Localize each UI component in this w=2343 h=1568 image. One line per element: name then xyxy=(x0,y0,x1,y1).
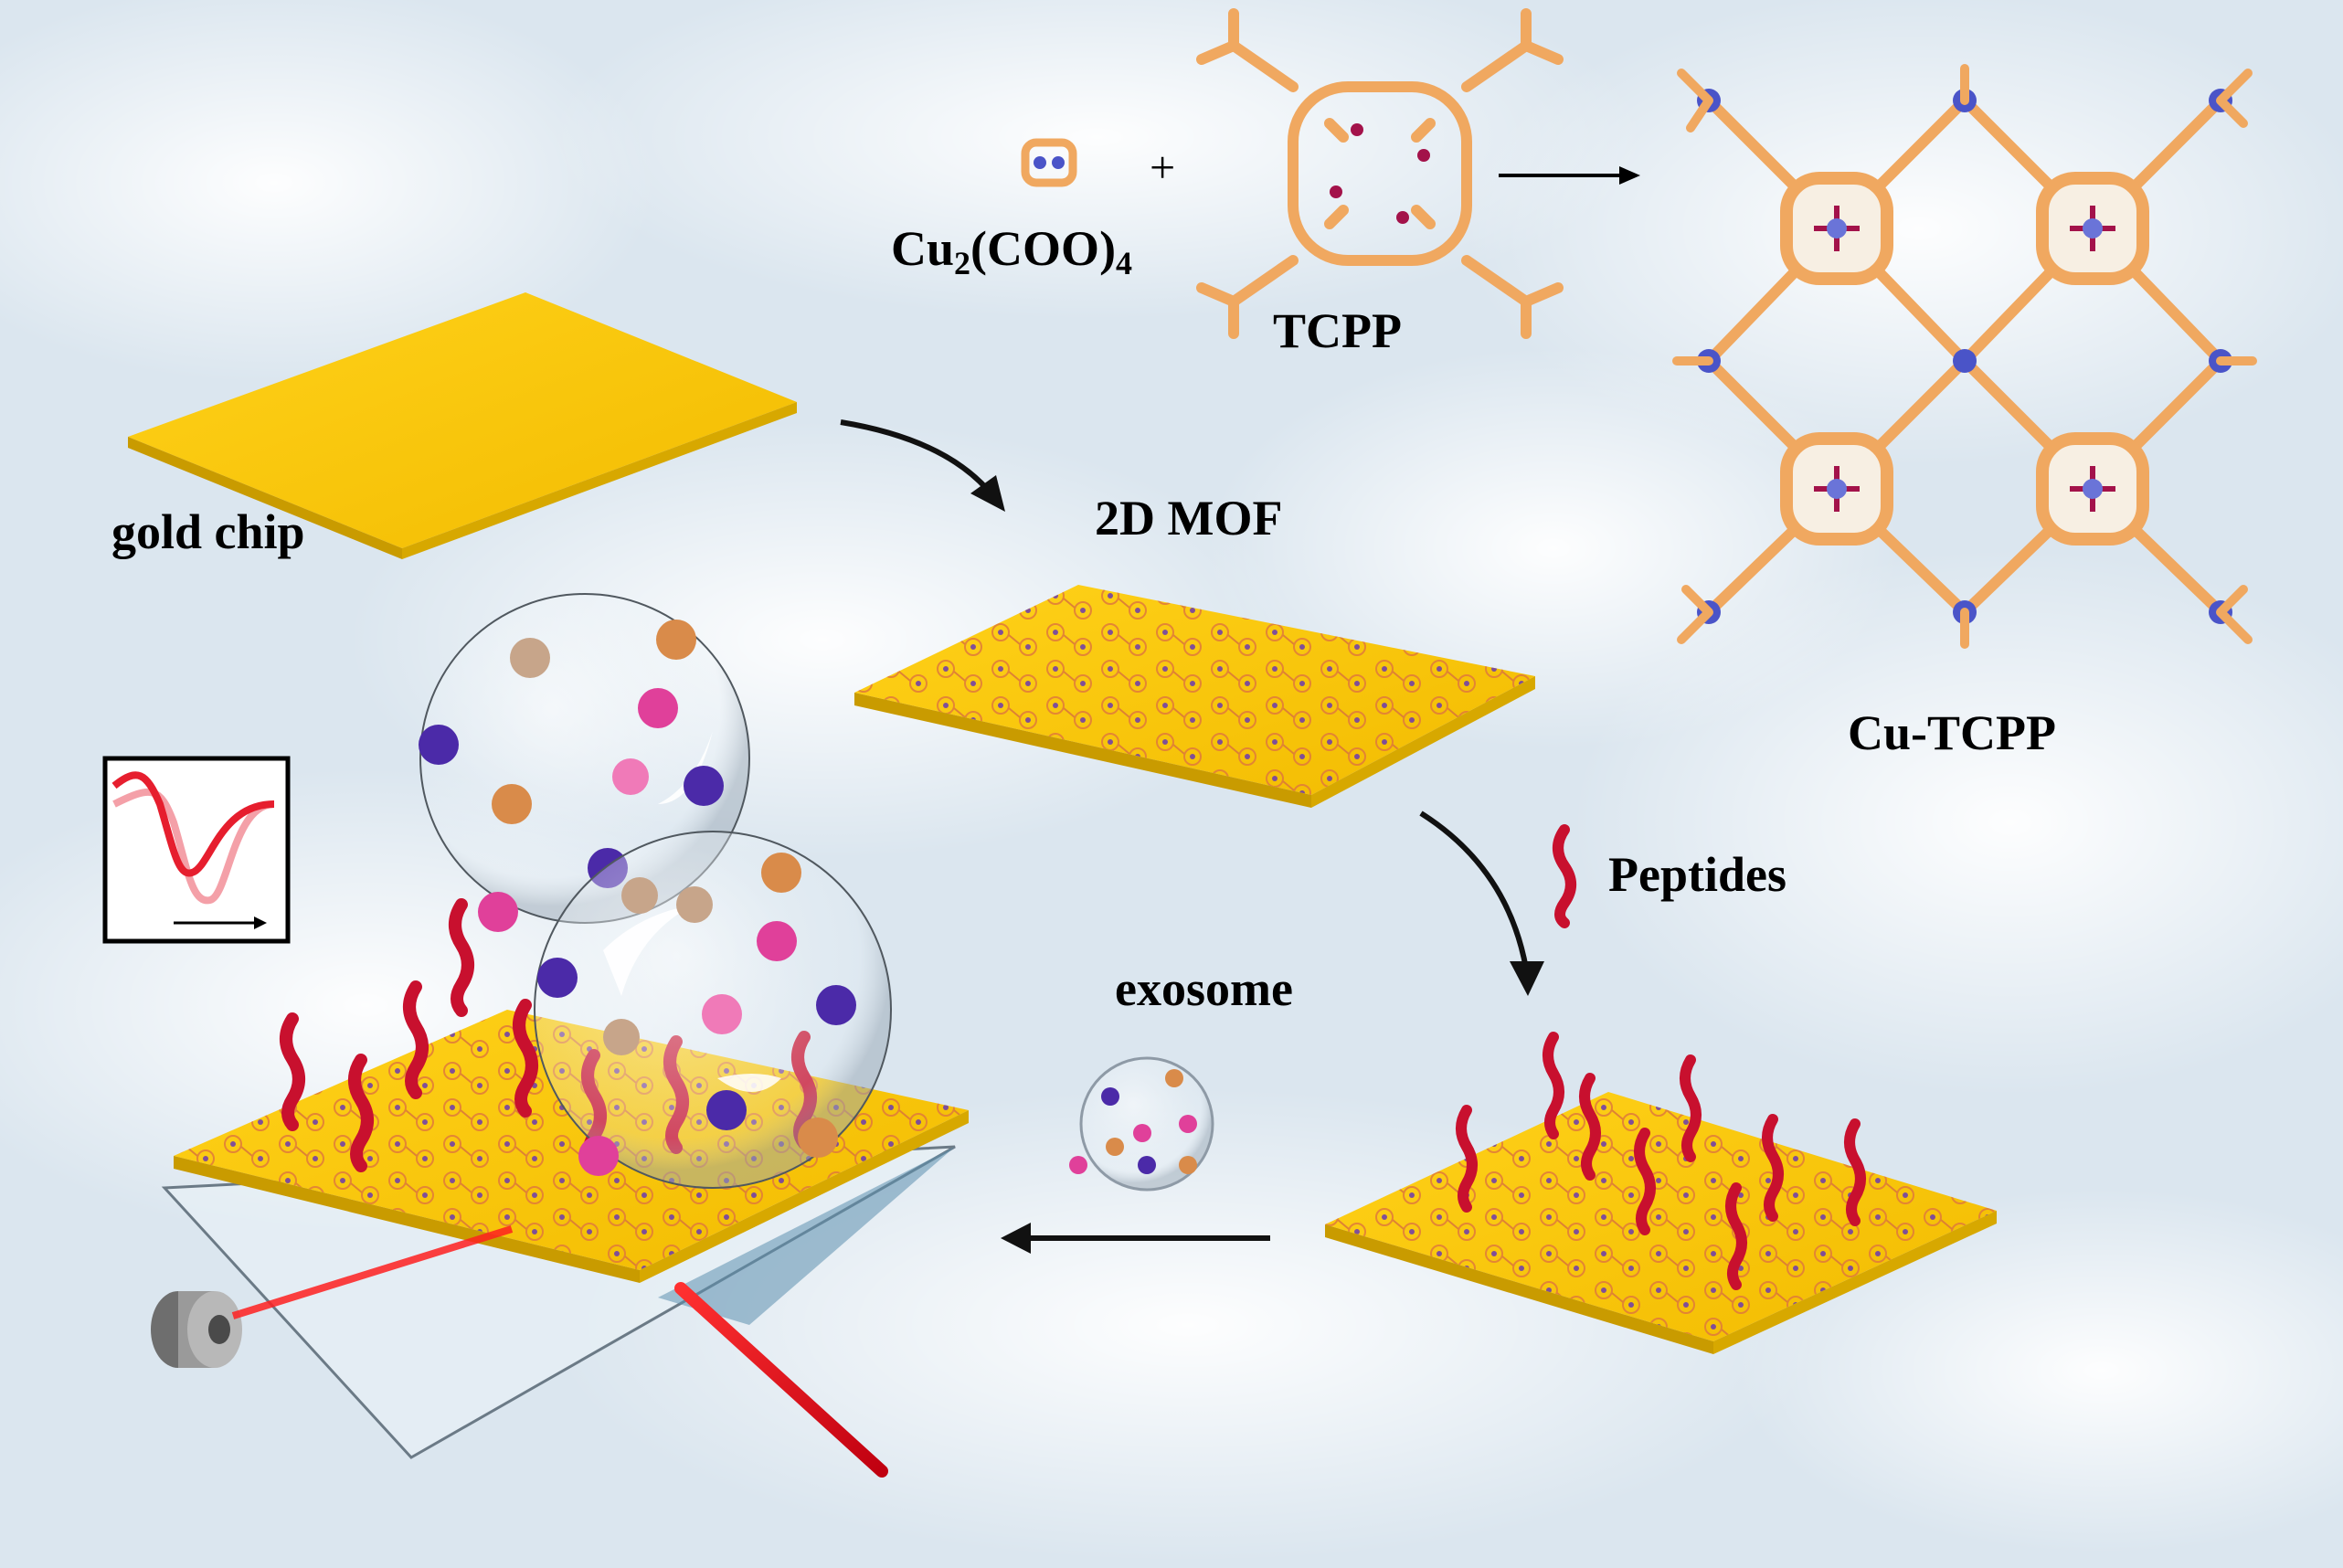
exosome-bubble-small xyxy=(534,831,892,1189)
cu-tcpp-lattice xyxy=(1672,64,2257,649)
label-plus: + xyxy=(1150,142,1176,193)
peptide-legend-icon xyxy=(1553,824,1576,928)
arrow-to-mof-icon xyxy=(840,419,1005,512)
cu-paddlewheel-icon xyxy=(1021,138,1077,187)
label-2d-mof: 2D MOF xyxy=(1095,491,1283,546)
laser-source-icon xyxy=(151,1291,242,1368)
exosome-bubble-large xyxy=(419,593,750,932)
gold-chip xyxy=(128,292,797,559)
peptide-chip xyxy=(1325,1032,1997,1354)
mof-chip xyxy=(854,585,1535,808)
laser-beam xyxy=(231,1225,888,1478)
label-cu-paddlewheel: Cu2(COO)4 xyxy=(891,224,1132,280)
tcpp-molecule-icon xyxy=(1196,8,1564,339)
label-gold-chip: gold chip xyxy=(111,504,305,559)
arrow-to-sensor-icon xyxy=(1001,1223,1270,1254)
label-peptides: Peptides xyxy=(1608,847,1786,902)
exosome-icon xyxy=(1069,1056,1214,1192)
label-tcpp: TCPP xyxy=(1273,303,1402,358)
reaction-arrow-icon xyxy=(1499,166,1640,185)
label-cu-tcpp: Cu-TCPP xyxy=(1848,705,2056,760)
arrow-to-peptides-icon xyxy=(1419,810,1544,996)
label-cu-paddlewheel-text: Cu2(COO)4 xyxy=(891,221,1133,281)
label-exosome: exosome xyxy=(1115,961,1293,1016)
resonance-curve-icon xyxy=(102,756,291,944)
